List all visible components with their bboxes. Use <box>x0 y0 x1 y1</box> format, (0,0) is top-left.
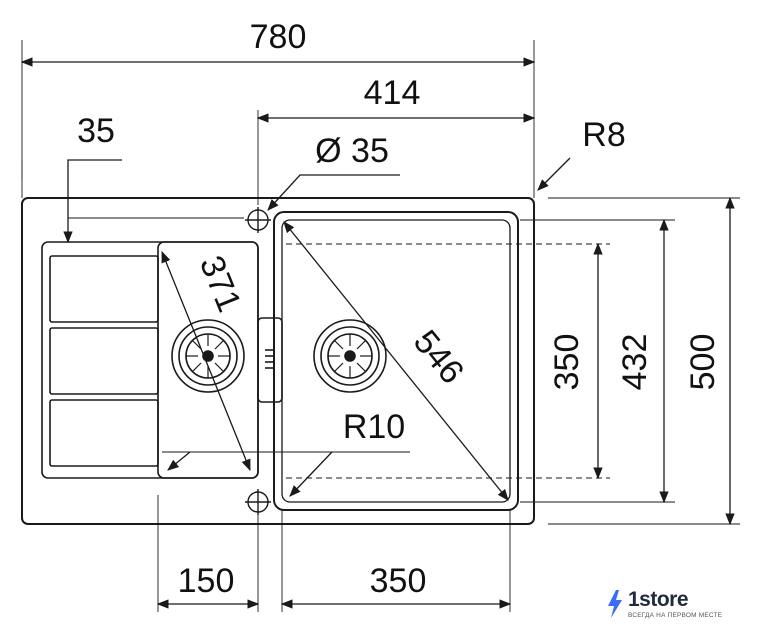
tap-hole-top <box>245 207 271 233</box>
brand-logo: 1store ВСЕГДА НА ПЕРВОМ МЕСТЕ <box>606 588 746 632</box>
drain-small <box>171 319 245 393</box>
dim-bowl-width: 350 <box>370 562 427 600</box>
lightning-bolt-icon <box>608 590 622 618</box>
dim-inner-radius: R10 <box>343 408 405 446</box>
extension-lines <box>21 40 740 612</box>
dim-bowl-inner-height: 350 <box>548 334 586 391</box>
dim-overall-height: 500 <box>684 334 722 391</box>
drainboard-ribs <box>49 255 159 467</box>
dim-drainboard-width: 150 <box>178 562 235 600</box>
dim-bowl-diagonal: 546 <box>406 323 471 391</box>
dim-drain-diameter: Ø 35 <box>315 132 389 170</box>
tap-hole-bottom <box>245 489 271 515</box>
dim-bowl-height: 432 <box>616 334 654 391</box>
brand-name: 1store <box>628 588 689 611</box>
dim-bowl-offset-width: 414 <box>364 74 421 112</box>
brand-tagline: ВСЕГДА НА ПЕРВОМ МЕСТЕ <box>628 612 723 619</box>
overflow-slot <box>257 317 283 403</box>
drain-main <box>313 319 387 393</box>
dim-edge-offset: 35 <box>77 112 115 150</box>
dimension-lines <box>20 57 735 609</box>
dim-drainboard-diagonal: 371 <box>192 250 248 317</box>
dim-corner-radius: R8 <box>582 116 625 154</box>
dim-overall-width: 780 <box>250 18 307 56</box>
